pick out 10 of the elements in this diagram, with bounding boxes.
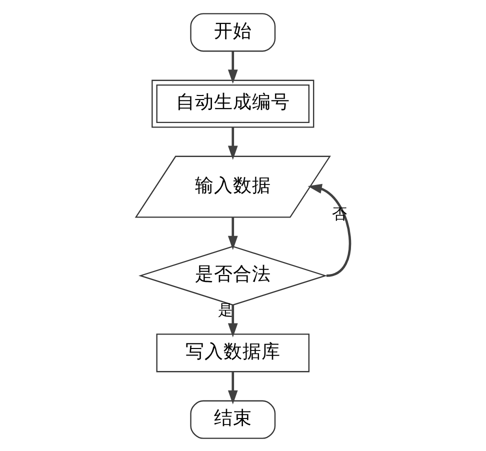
arrow bbox=[228, 126, 238, 160]
arrow bbox=[228, 216, 238, 250]
node-box: 写入数据库 bbox=[156, 333, 310, 372]
node-box: 结束 bbox=[190, 400, 276, 438]
arrow bbox=[228, 304, 238, 337]
arrow bbox=[308, 183, 352, 276]
arrow bbox=[228, 371, 238, 404]
node-box: 自动生成编号 bbox=[152, 79, 314, 128]
arrow bbox=[228, 50, 238, 84]
node-box: 开始 bbox=[190, 12, 276, 52]
